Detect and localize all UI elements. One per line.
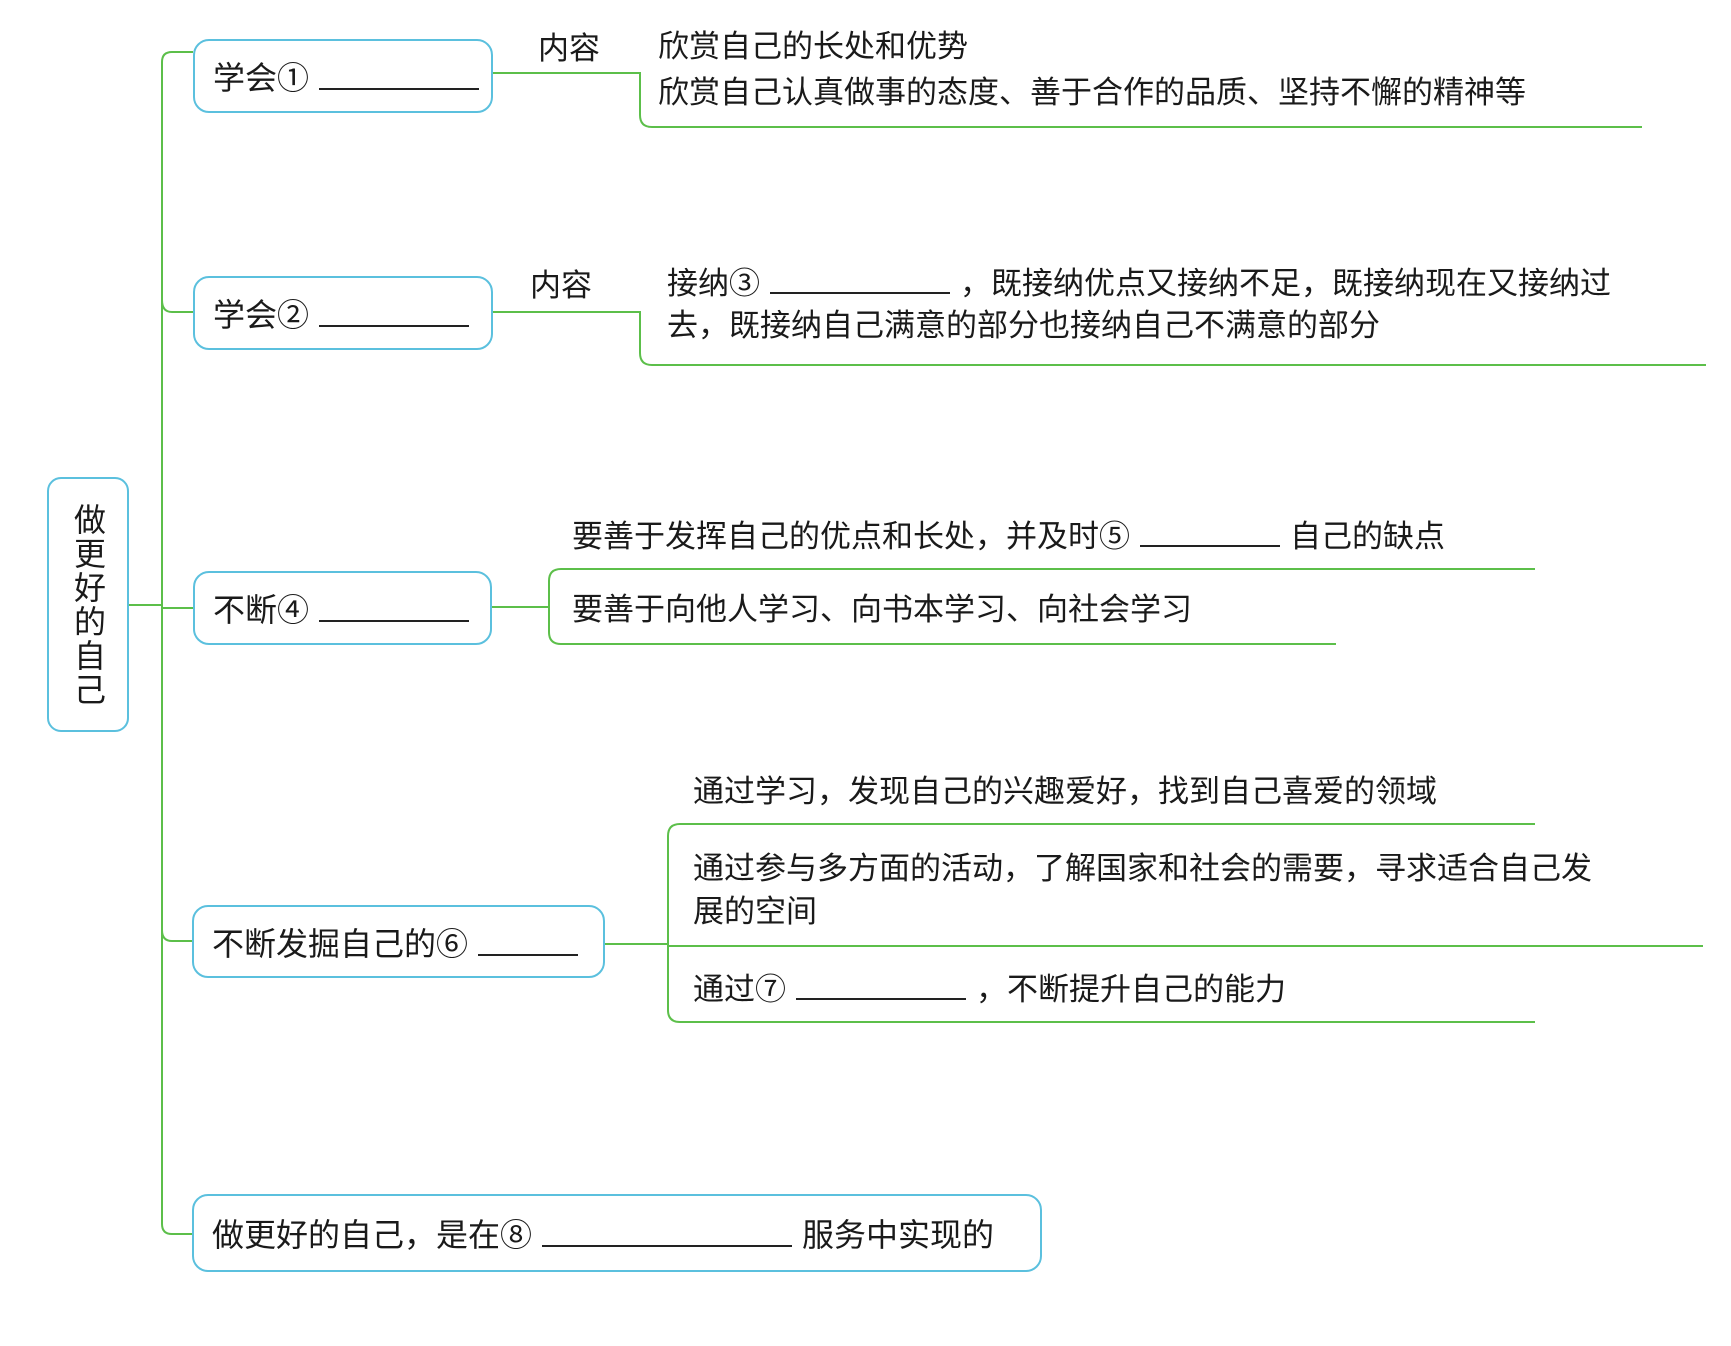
detail-text: 去，既接纳自己满意的部分也接纳自己不满意的部分: [667, 308, 1380, 344]
detail-part: ，不断提升自己的能力: [976, 972, 1286, 1008]
node-appreciate: 学会①: [193, 39, 493, 113]
detail-text: 欣赏自己认真做事的态度、善于合作的品质、坚持不懈的精神等: [658, 75, 1526, 111]
detail-part: ，既接纳优点又接纳不足，既接纳现在又接纳过: [960, 266, 1611, 302]
node-label-suffix: 服务中实现的: [802, 1216, 995, 1254]
content-label: 内容: [538, 31, 600, 67]
detail-part: 接纳③: [667, 266, 760, 302]
detail-part: 要善于发挥自己的优点和长处，并及时⑤: [572, 519, 1130, 555]
detail-part: 通过⑦: [693, 972, 786, 1008]
detail-text: 展的空间: [693, 894, 817, 930]
blank-3[interactable]: [770, 266, 950, 294]
blank-4[interactable]: [319, 594, 470, 622]
blank-5[interactable]: [1140, 519, 1280, 547]
node-accept: 学会②: [193, 276, 493, 350]
blank-1[interactable]: [319, 62, 480, 90]
blank-6[interactable]: [478, 928, 579, 956]
blank-2[interactable]: [319, 299, 470, 327]
detail-text: 通过学习，发现自己的兴趣爱好，找到自己喜爱的领域: [693, 774, 1437, 810]
content-label: 内容: [530, 268, 592, 304]
root-node: 做更好的自己: [47, 477, 129, 732]
node-service: 做更好的自己，是在⑧ 服务中实现的: [192, 1194, 1042, 1272]
blank-7[interactable]: [796, 972, 966, 1000]
detail-text: 通过⑦ ，不断提升自己的能力: [693, 972, 1286, 1006]
node-label: 不断④: [213, 591, 310, 629]
root-label: 做更好的自己: [69, 502, 107, 707]
detail-text: 要善于向他人学习、向书本学习、向社会学习: [572, 592, 1192, 628]
blank-8[interactable]: [542, 1219, 793, 1247]
detail-part: 自己的缺点: [1290, 519, 1445, 555]
detail-text: 要善于发挥自己的优点和长处，并及时⑤ 自己的缺点: [572, 519, 1445, 553]
detail-text: 通过参与多方面的活动，了解国家和社会的需要，寻求适合自己发: [693, 851, 1592, 887]
node-label: 做更好的自己，是在⑧: [212, 1216, 533, 1254]
node-label: 学会②: [213, 296, 310, 334]
node-improve: 不断④: [193, 571, 492, 645]
node-label: 学会①: [213, 59, 310, 97]
detail-text: 接纳③ ，既接纳优点又接纳不足，既接纳现在又接纳过: [667, 266, 1611, 300]
detail-text: 欣赏自己的长处和优势: [658, 29, 968, 65]
node-label: 不断发掘自己的⑥: [212, 924, 469, 963]
node-potential: 不断发掘自己的⑥: [192, 905, 605, 978]
